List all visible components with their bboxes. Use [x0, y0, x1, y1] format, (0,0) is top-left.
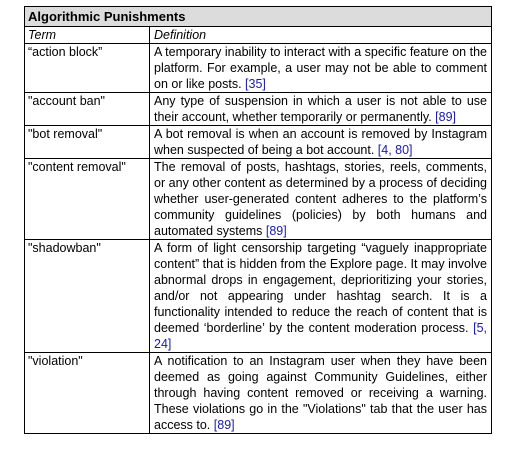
table-row: “action block” A temporary inability to … [25, 44, 491, 93]
citation-link[interactable]: [5, 24] [154, 321, 487, 351]
citation-link[interactable]: [89] [435, 110, 457, 124]
definition-text: A temporary inability to interact with a… [154, 45, 487, 91]
table-row: "shadowban" A form of light censorship t… [25, 240, 491, 353]
table-row: "account ban" Any type of suspension in … [25, 93, 491, 126]
definition-cell: A temporary inability to interact with a… [150, 44, 491, 92]
definition-cell: The removal of posts, hashtags, stories,… [150, 159, 491, 239]
definition-cell: Any type of suspension in which a user i… [150, 93, 491, 125]
definition-text: A notification to an Instagram user when… [154, 354, 487, 432]
punishments-table: Algorithmic Punishments Term Definition … [24, 6, 492, 434]
term-cell: "bot removal" [25, 126, 150, 158]
term-column-header: Term [25, 27, 150, 43]
citation-link[interactable]: [4, 80] [377, 143, 413, 157]
table-row: "content removal" The removal of posts, … [25, 159, 491, 240]
table-row: "bot removal" A bot removal is when an a… [25, 126, 491, 159]
term-cell: “action block” [25, 44, 150, 92]
citation-link[interactable]: [89] [265, 224, 287, 238]
term-cell: "violation" [25, 353, 150, 433]
definition-text: A bot removal is when an account is remo… [154, 127, 487, 157]
citation-link[interactable]: [35] [245, 77, 266, 91]
definition-cell: A form of light censorship targeting “va… [150, 240, 491, 352]
table-header-row: Term Definition [25, 27, 491, 44]
citation-link[interactable]: [89] [213, 418, 235, 432]
table-row: "violation" A notification to an Instagr… [25, 353, 491, 433]
table-title: Algorithmic Punishments [25, 7, 491, 27]
definition-text: Any type of suspension in which a user i… [154, 94, 487, 124]
definition-cell: A notification to an Instagram user when… [150, 353, 491, 433]
definition-column-header: Definition [154, 28, 207, 42]
definition-cell: A bot removal is when an account is remo… [150, 126, 491, 158]
term-cell: "content removal" [25, 159, 150, 239]
term-cell: "account ban" [25, 93, 150, 125]
definition-text: A form of light censorship targeting “va… [154, 241, 487, 335]
term-cell: "shadowban" [25, 240, 150, 352]
definition-text: The removal of posts, hashtags, stories,… [154, 160, 487, 238]
